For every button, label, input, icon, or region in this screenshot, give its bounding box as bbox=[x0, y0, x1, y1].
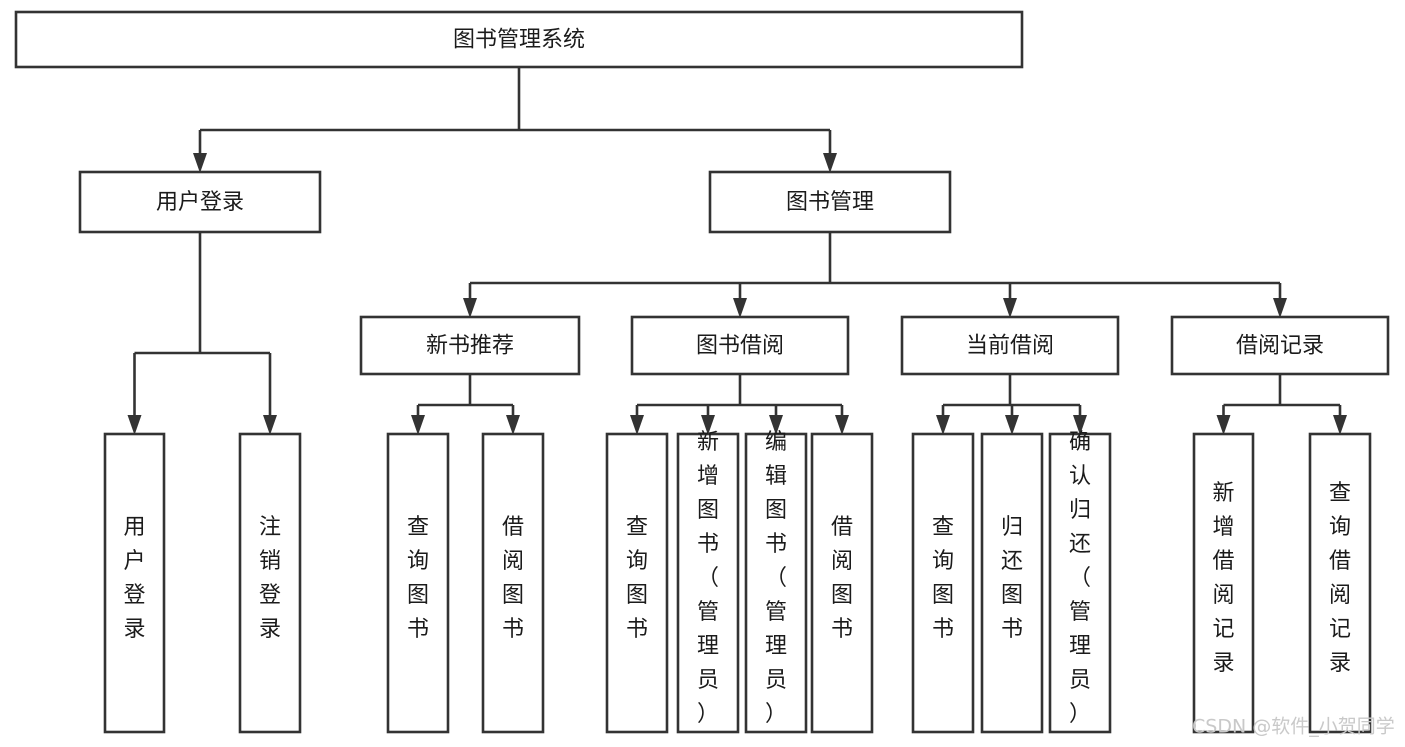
node-box[interactable] bbox=[359, 315, 581, 376]
node-leaf-user-login[interactable]: 用户登录 bbox=[103, 432, 166, 734]
arrow-head-icon bbox=[630, 415, 644, 435]
arrow-head-icon bbox=[411, 415, 425, 435]
arrow-head-icon bbox=[1005, 415, 1019, 435]
arrow-head-icon bbox=[463, 298, 477, 318]
node-root[interactable]: 图书管理系统 bbox=[14, 10, 1024, 69]
arrow-head-icon bbox=[936, 415, 950, 435]
node-label: 当前借阅 bbox=[966, 334, 1054, 359]
node-label: 归还图书 bbox=[1001, 515, 1023, 642]
arrow-head-icon bbox=[701, 415, 715, 435]
node-box[interactable] bbox=[78, 170, 322, 234]
node-label: 查询借阅记录 bbox=[1329, 481, 1351, 676]
node-label: 查询图书 bbox=[626, 515, 648, 642]
node-current-borrow[interactable]: 当前借阅 bbox=[900, 315, 1120, 376]
node-box[interactable] bbox=[14, 10, 1024, 69]
connector-group-root bbox=[193, 67, 837, 173]
node-user-login[interactable]: 用户登录 bbox=[78, 170, 322, 234]
node-label: 图书管理系统 bbox=[453, 28, 585, 53]
node-new-book-rec[interactable]: 新书推荐 bbox=[359, 315, 581, 376]
arrow-head-icon bbox=[1073, 415, 1087, 435]
node-box[interactable] bbox=[1192, 432, 1255, 734]
node-label: 用户登录 bbox=[123, 515, 145, 642]
node-leaf-return-book[interactable]: 归还图书 bbox=[980, 432, 1044, 734]
arrow-head-icon bbox=[193, 153, 207, 173]
node-label: 图书借阅 bbox=[696, 334, 784, 359]
connector-group-book-borrow bbox=[630, 374, 849, 435]
node-leaf-confirm-return[interactable]: 确认归还（管理员） bbox=[1048, 430, 1112, 734]
connectors-layer bbox=[127, 67, 1347, 435]
node-label: 确认归还（管理员） bbox=[1069, 430, 1091, 727]
csdn-watermark: CSDN @软件_小贺同学 bbox=[1192, 716, 1395, 738]
node-box[interactable] bbox=[810, 432, 874, 734]
node-box[interactable] bbox=[605, 432, 669, 734]
node-box[interactable] bbox=[1170, 315, 1390, 376]
node-box[interactable] bbox=[1308, 432, 1372, 734]
arrow-head-icon bbox=[263, 415, 277, 435]
node-book-borrow[interactable]: 图书借阅 bbox=[630, 315, 850, 376]
node-box[interactable] bbox=[900, 315, 1120, 376]
node-leaf-query-book-rec[interactable]: 查询图书 bbox=[386, 432, 450, 734]
node-label: 借阅记录 bbox=[1236, 334, 1324, 359]
node-label: 编辑图书（管理员） bbox=[765, 430, 787, 727]
arrow-head-icon bbox=[127, 415, 142, 435]
arrow-head-icon bbox=[1003, 298, 1017, 318]
connector-group-current-borrow bbox=[936, 374, 1087, 435]
node-label: 新增借阅记录 bbox=[1212, 481, 1234, 676]
node-borrow-record[interactable]: 借阅记录 bbox=[1170, 315, 1390, 376]
node-label: 注销登录 bbox=[259, 515, 281, 642]
arrow-head-icon bbox=[769, 415, 783, 435]
node-box[interactable] bbox=[708, 170, 952, 234]
node-label: 用户登录 bbox=[156, 190, 244, 215]
node-box[interactable] bbox=[676, 432, 740, 734]
arrow-head-icon bbox=[1333, 415, 1347, 435]
nodes-layer: 图书管理系统用户登录图书管理新书推荐图书借阅当前借阅借阅记录用户登录注销登录查询… bbox=[14, 10, 1390, 734]
node-label: 新增图书（管理员） bbox=[697, 430, 719, 727]
node-label: 查询图书 bbox=[932, 515, 954, 642]
connector-group-borrow-record bbox=[1216, 374, 1347, 435]
node-box[interactable] bbox=[911, 432, 975, 734]
node-box[interactable] bbox=[238, 432, 302, 734]
node-leaf-query-book-current[interactable]: 查询图书 bbox=[911, 432, 975, 734]
arrow-head-icon bbox=[823, 153, 837, 173]
node-label: 查询图书 bbox=[407, 515, 429, 642]
node-label: 借阅图书 bbox=[502, 515, 524, 642]
node-leaf-add-record[interactable]: 新增借阅记录 bbox=[1192, 432, 1255, 734]
node-box[interactable] bbox=[481, 432, 545, 734]
node-book-manage[interactable]: 图书管理 bbox=[708, 170, 952, 234]
node-box[interactable] bbox=[1048, 432, 1112, 734]
arrow-head-icon bbox=[733, 298, 747, 318]
arrow-head-icon bbox=[506, 415, 520, 435]
node-label: 图书管理 bbox=[786, 190, 874, 215]
node-leaf-edit-book[interactable]: 编辑图书（管理员） bbox=[744, 430, 808, 734]
node-box[interactable] bbox=[103, 432, 166, 734]
node-leaf-borrow-book-rec[interactable]: 借阅图书 bbox=[481, 432, 545, 734]
node-leaf-query-book-borrow[interactable]: 查询图书 bbox=[605, 432, 669, 734]
node-leaf-query-record[interactable]: 查询借阅记录 bbox=[1308, 432, 1372, 734]
node-box[interactable] bbox=[980, 432, 1044, 734]
node-box[interactable] bbox=[744, 432, 808, 734]
arrow-head-icon bbox=[835, 415, 849, 435]
connector-group-user-login bbox=[127, 232, 277, 435]
connector-group-new-book-rec bbox=[411, 374, 520, 435]
arrow-head-icon bbox=[1273, 298, 1287, 318]
arrow-head-icon bbox=[1216, 415, 1231, 435]
node-leaf-user-logout[interactable]: 注销登录 bbox=[238, 432, 302, 734]
node-box[interactable] bbox=[386, 432, 450, 734]
node-label: 借阅图书 bbox=[831, 515, 853, 642]
node-leaf-add-book[interactable]: 新增图书（管理员） bbox=[676, 430, 740, 734]
node-box[interactable] bbox=[630, 315, 850, 376]
node-label: 新书推荐 bbox=[426, 334, 514, 359]
node-leaf-borrow-book[interactable]: 借阅图书 bbox=[810, 432, 874, 734]
connector-group-book-manage bbox=[463, 232, 1287, 318]
